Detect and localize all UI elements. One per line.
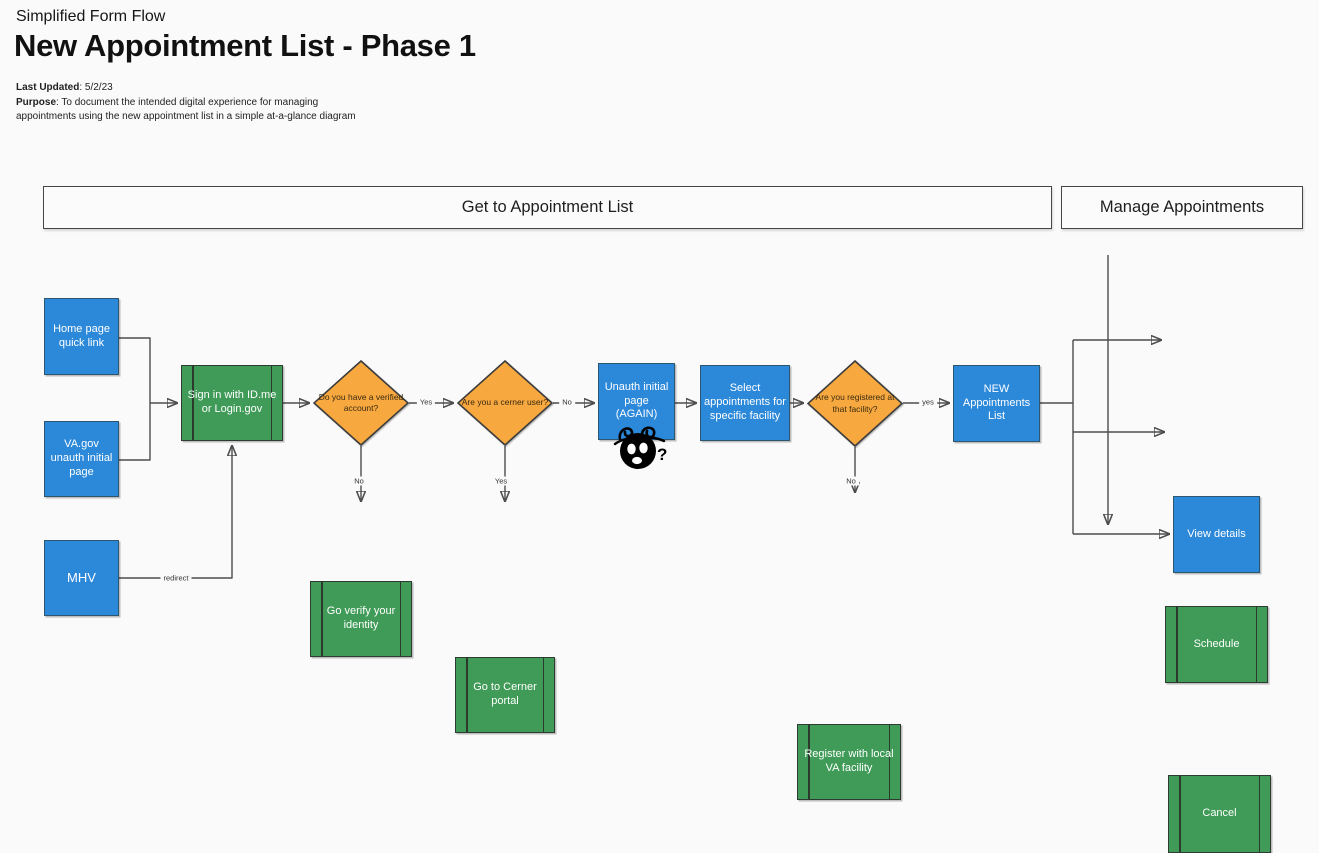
edge-label-cerner-yes: Yes: [491, 476, 511, 486]
node-sign-in: Sign in with ID.me or Login.gov: [181, 365, 283, 441]
node-mhv: MHV: [44, 540, 119, 616]
node-go-verify-identity: Go verify your identity: [310, 581, 412, 657]
node-cancel: Cancel: [1168, 775, 1271, 853]
node-label: Go verify your identity: [326, 605, 396, 631]
flow-connectors: [119, 255, 1319, 579]
edge-label-registered-no: No: [843, 476, 859, 486]
node-label: Go to Cerner portal: [473, 681, 537, 707]
node-select-appointments: Select appointments for specific facilit…: [700, 365, 790, 441]
purpose-label: Purpose: [16, 97, 57, 108]
node-label: Schedule: [1193, 637, 1240, 650]
diamond-shape: [313, 360, 409, 446]
node-schedule: Schedule: [1165, 606, 1268, 683]
node-unauth-initial-page-again: Unauth initial page (AGAIN): [598, 363, 675, 440]
node-new-appointments-list: NEW Appointments List: [953, 365, 1040, 442]
node-label: MHV: [67, 569, 96, 585]
edge-label-registered-yes: yes: [919, 397, 937, 407]
decision-label: Are you a cerner user?: [461, 397, 549, 408]
lane-header-get-to-appointment-list: Get to Appointment List: [43, 186, 1052, 229]
purpose-text: : To document the intended digital exper…: [16, 97, 356, 122]
diamond-shape: [807, 360, 903, 447]
edge-label-redirect: redirect: [160, 573, 192, 583]
node-vagov-unauth-initial-page: VA.gov unauth initial page: [44, 421, 119, 497]
edge-label-verified-no: No: [351, 476, 367, 486]
node-label: View details: [1187, 527, 1246, 540]
node-home-page-quick-link: Home page quick link: [44, 298, 119, 375]
dizzy-face-icon: ?: [613, 426, 667, 469]
last-updated-label: Last Updated: [16, 82, 80, 93]
decision-verified-account: Do you have a verified account?: [313, 360, 409, 446]
node-label: NEW Appointments List: [962, 382, 1031, 423]
edge-label-verified-yes: Yes: [416, 397, 436, 407]
page-title: New Appointment List - Phase 1: [14, 28, 476, 63]
last-updated-value: : 5/2/23: [79, 82, 113, 93]
svg-text:?: ?: [657, 445, 667, 464]
lane-header-manage-appointments: Manage Appointments: [1061, 186, 1303, 229]
decision-cerner-user: Are you a cerner user?: [457, 360, 553, 446]
node-label: Select appointments for specific facilit…: [704, 382, 786, 422]
node-label: Home page quick link: [53, 322, 110, 349]
edge-label-cerner-no: No: [559, 397, 575, 407]
diagram-subtitle: Simplified Form Flow: [16, 8, 166, 25]
node-go-to-cerner-portal: Go to Cerner portal: [455, 657, 555, 733]
node-register-local-va-facility: Register with local VA facility: [797, 724, 901, 800]
node-label: Unauth initial page (AGAIN): [604, 380, 669, 421]
decision-registered-facility: Are you registered at that facility?: [807, 360, 903, 447]
lane-header-label: Get to Appointment List: [461, 198, 634, 216]
last-updated: Last Updated: 5/2/23: [16, 81, 113, 95]
node-label: VA.gov unauth initial page: [50, 438, 113, 478]
decision-label: Do you have a verified account?: [318, 391, 404, 413]
node-label: Cancel: [1202, 807, 1237, 820]
purpose: Purpose: To document the intended digita…: [16, 96, 368, 124]
node-label: Sign in with ID.me or Login.gov: [187, 389, 277, 415]
node-view-details: View details: [1173, 496, 1260, 573]
decision-label: Are you registered at that facility?: [815, 392, 895, 414]
lane-header-label: Manage Appointments: [1099, 198, 1265, 216]
diamond-shape: [457, 360, 553, 446]
node-label: Register with local VA facility: [804, 748, 894, 774]
